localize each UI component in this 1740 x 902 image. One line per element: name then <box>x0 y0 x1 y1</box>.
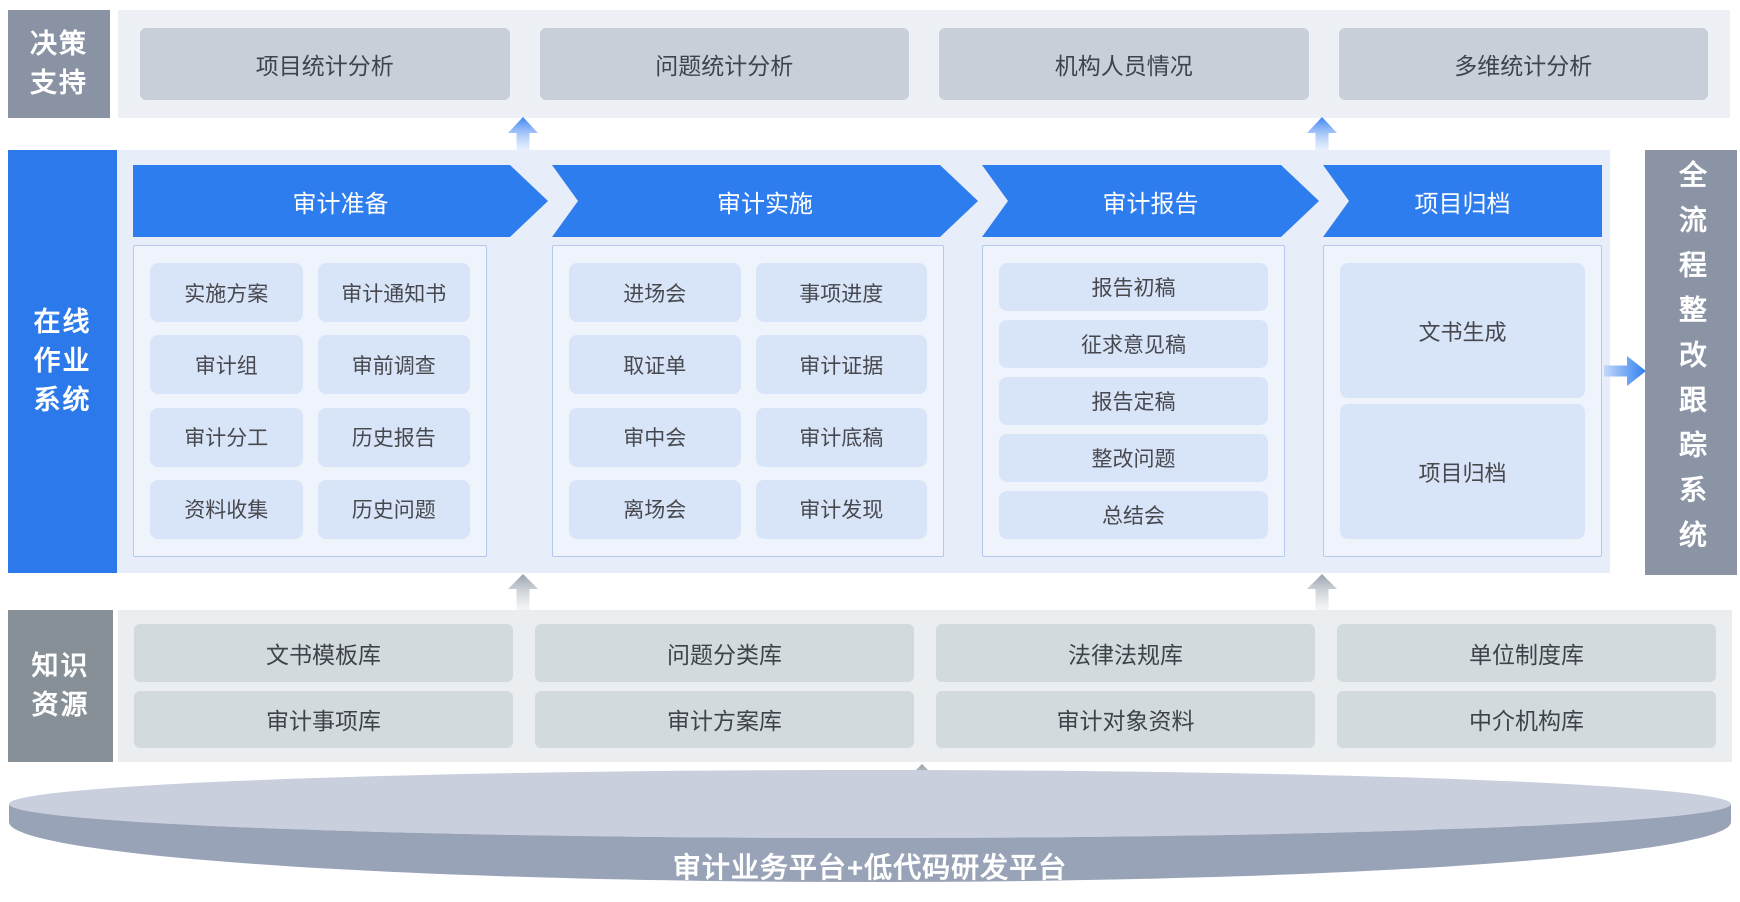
online-system-label-text: 在线作业系统 <box>33 306 92 416</box>
task-chip[interactable]: 审计组 <box>150 335 303 395</box>
decision-support-label-text: 决策支持 <box>30 28 88 98</box>
up-arrow-icon <box>1307 117 1337 157</box>
task-chip[interactable]: 实施方案 <box>150 263 303 322</box>
platform-label: 审计业务平台+低代码研发平台 <box>672 852 1068 883</box>
task-chip[interactable]: 审前调查 <box>317 335 470 395</box>
knowledge-label-text: 知识资源 <box>31 650 90 720</box>
task-chip[interactable]: 审计证据 <box>755 335 927 395</box>
platform-disc: 审计业务平台+低代码研发平台 <box>8 770 1732 898</box>
knowledge-button[interactable]: 审计对象资料 <box>936 690 1315 748</box>
tracking-system-label: 全流程整改跟踪系统 <box>1676 160 1707 565</box>
knowledge-button[interactable]: 文书模板库 <box>134 624 513 682</box>
right-arrow-icon <box>1604 356 1646 386</box>
stat-button-multidim[interactable]: 多维统计分析 <box>1338 28 1708 100</box>
task-chip[interactable]: 征求意见稿 <box>999 320 1268 368</box>
knowledge-button[interactable]: 单位制度库 <box>1337 624 1716 682</box>
up-arrow-icon <box>1307 574 1337 612</box>
knowledge-label: 知识资源 <box>8 610 113 762</box>
stage-box-report: 报告初稿 征求意见稿 报告定稿 整改问题 总结会 <box>982 245 1285 557</box>
task-chip[interactable]: 文书生成 <box>1340 263 1585 398</box>
knowledge-button[interactable]: 审计方案库 <box>535 690 914 748</box>
tracking-system-bar: 全流程整改跟踪系统 <box>1645 150 1737 575</box>
knowledge-button[interactable]: 问题分类库 <box>535 624 914 682</box>
task-chip[interactable]: 总结会 <box>999 491 1268 539</box>
knowledge-button[interactable]: 中介机构库 <box>1337 690 1716 748</box>
task-chip[interactable]: 审计分工 <box>150 407 303 467</box>
knowledge-button[interactable]: 法律法规库 <box>936 624 1315 682</box>
task-chip[interactable]: 离场会 <box>569 479 741 539</box>
platform-disc-shape <box>9 770 1731 882</box>
stat-button-issue[interactable]: 问题统计分析 <box>539 28 909 100</box>
task-chip[interactable]: 审中会 <box>569 407 741 467</box>
stage-box-archive: 文书生成 项目归档 <box>1323 245 1602 557</box>
knowledge-strip: 文书模板库 问题分类库 法律法规库 单位制度库 审计事项库 审计方案库 审计对象… <box>118 610 1732 762</box>
stage-header-implementation: 审计实施 <box>552 165 978 237</box>
stat-button-org[interactable]: 机构人员情况 <box>939 28 1309 100</box>
stat-button-project[interactable]: 项目统计分析 <box>140 28 510 100</box>
task-chip[interactable]: 审计发现 <box>755 479 927 539</box>
stage-box-preparation: 实施方案 审计通知书 审计组 审前调查 审计分工 历史报告 资料收集 历史问题 <box>133 245 487 557</box>
task-chip[interactable]: 整改问题 <box>999 434 1268 482</box>
online-system-panel: 审计准备 审计实施 审计报告 项目归档 实施方案 审计通知书 审计组 审前调查 … <box>117 150 1610 573</box>
task-chip[interactable]: 报告定稿 <box>999 377 1268 425</box>
decision-support-strip: 项目统计分析 问题统计分析 机构人员情况 多维统计分析 <box>118 10 1730 118</box>
task-chip[interactable]: 历史报告 <box>317 407 470 467</box>
stage-header-archive: 项目归档 <box>1323 165 1602 237</box>
decision-support-label: 决策支持 <box>8 10 110 118</box>
stage-box-implementation: 进场会 事项进度 取证单 审计证据 审中会 审计底稿 离场会 审计发现 <box>552 245 944 557</box>
online-system-label: 在线作业系统 <box>8 150 117 573</box>
up-arrow-icon <box>508 574 538 612</box>
task-chip[interactable]: 审计底稿 <box>755 407 927 467</box>
task-chip[interactable]: 审计通知书 <box>317 263 470 322</box>
task-chip[interactable]: 项目归档 <box>1340 404 1585 539</box>
task-chip[interactable]: 进场会 <box>569 263 741 322</box>
task-chip[interactable]: 资料收集 <box>150 479 303 539</box>
knowledge-button[interactable]: 审计事项库 <box>134 690 513 748</box>
stage-header-preparation: 审计准备 <box>133 165 548 237</box>
task-chip[interactable]: 报告初稿 <box>999 263 1268 311</box>
stage-header-report: 审计报告 <box>982 165 1319 237</box>
task-chip[interactable]: 取证单 <box>569 335 741 395</box>
task-chip[interactable]: 历史问题 <box>317 479 470 539</box>
up-arrow-icon <box>508 117 538 157</box>
task-chip[interactable]: 事项进度 <box>755 263 927 322</box>
